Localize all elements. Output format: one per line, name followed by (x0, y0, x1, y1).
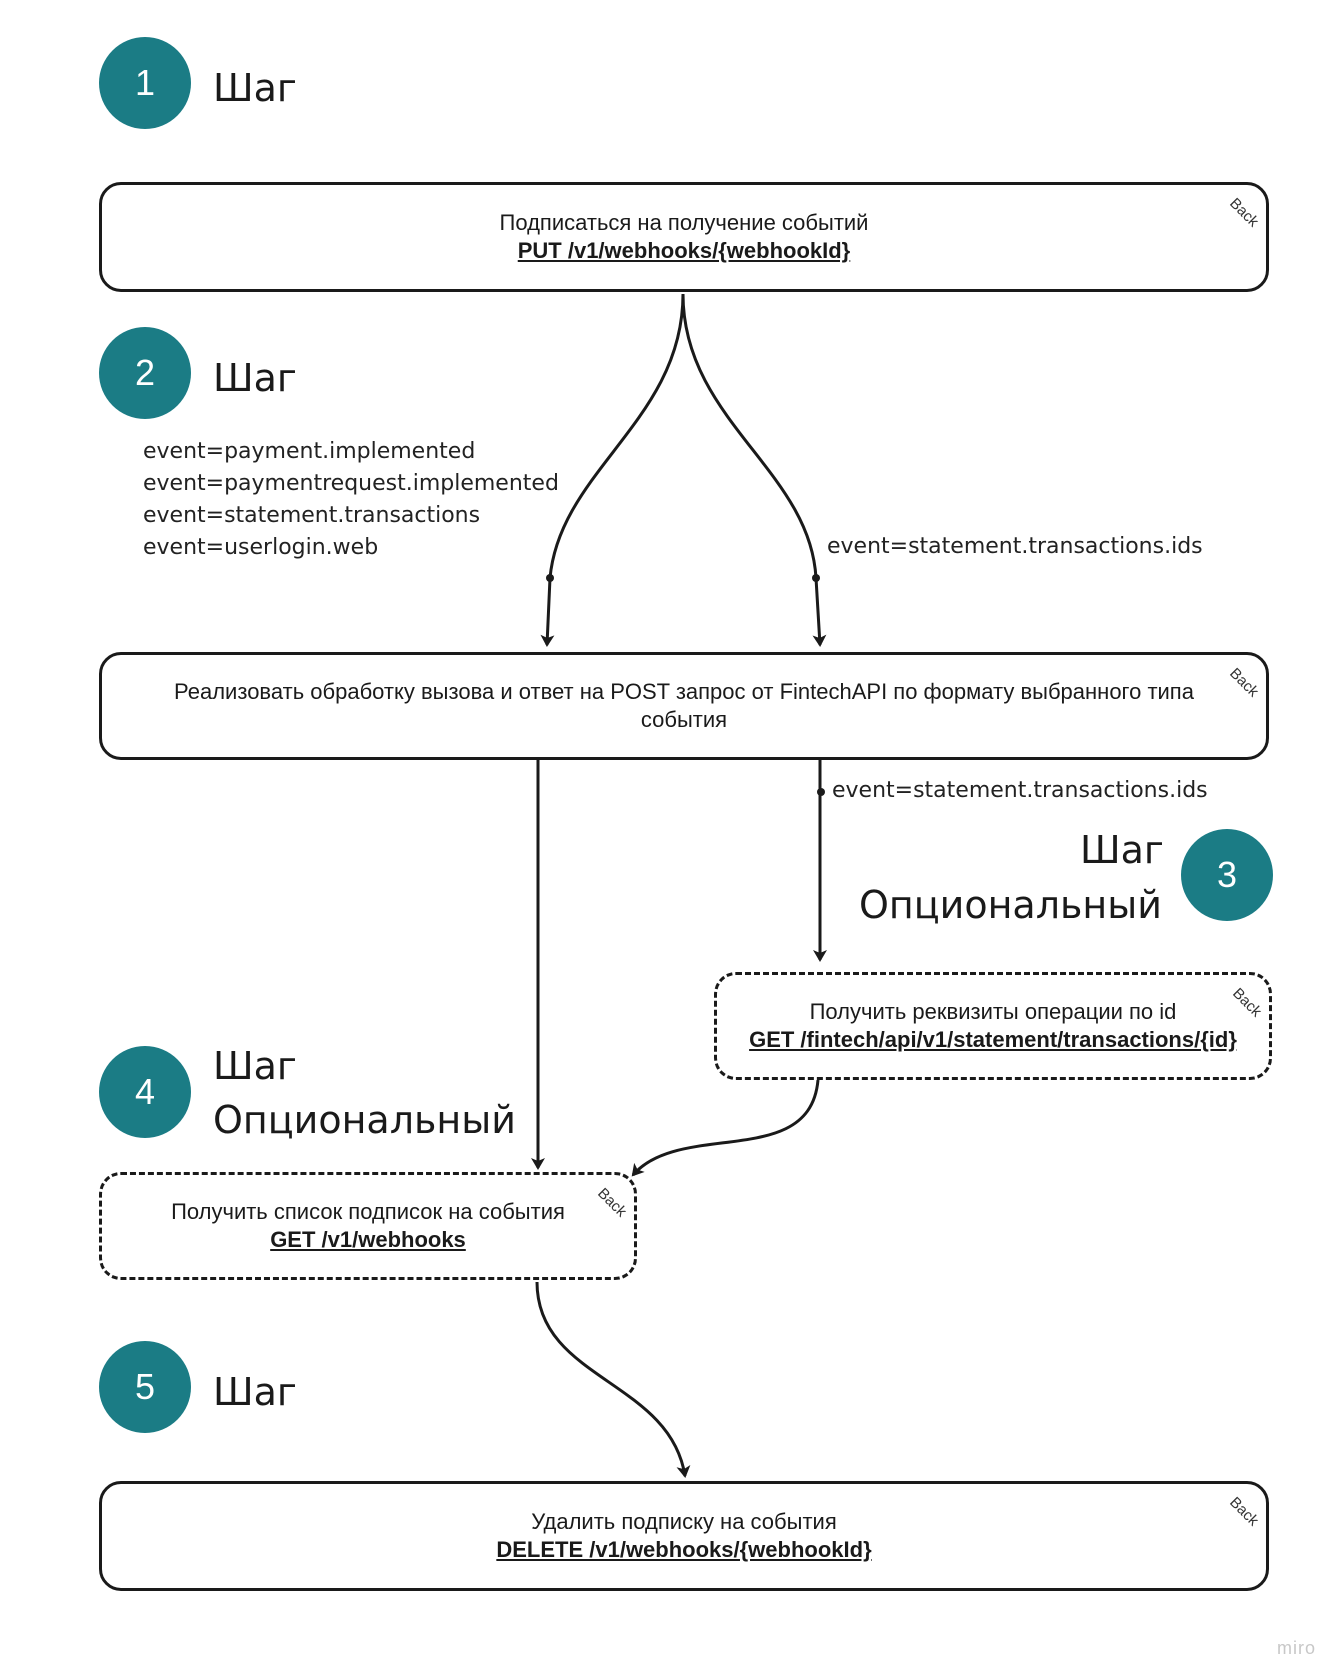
back-tag: Back (1225, 194, 1262, 231)
connector-dot (546, 574, 554, 582)
step-5-badge: 5 (99, 1341, 191, 1433)
events-left-list: event=payment.implemented event=paymentr… (143, 436, 559, 564)
step-3-badge: 3 (1181, 829, 1273, 921)
connector-subscribe-right (681, 293, 827, 647)
back-tag: Back (1225, 1493, 1262, 1530)
step-2-badge: 2 (99, 327, 191, 419)
connector-details-list (631, 1079, 820, 1177)
delete-text: Удалить подписку на события (531, 1509, 837, 1534)
subscribe-text: Подписаться на получение событий (499, 210, 869, 235)
subscribe-endpoint: PUT /v1/webhooks/{webhookId} (517, 238, 851, 263)
step-1-badge: 1 (99, 37, 191, 129)
connector-dot (812, 574, 820, 582)
event-label: event=paymentrequest.implemented (143, 471, 559, 496)
event-right-label: event=statement.transactions.ids (827, 534, 1203, 559)
event-label: event=statement.transactions (143, 503, 481, 528)
back-tag: Back (1228, 984, 1265, 1021)
connector-subscribe-left (540, 293, 685, 647)
step-2-label: Шаг (213, 356, 297, 400)
step-4-label: Шаг (213, 1044, 297, 1088)
miro-brand-watermark: miro (1277, 1638, 1316, 1658)
details-box[interactable]: Получить реквизиты операции по id GET /f… (714, 972, 1272, 1080)
step-3-label: Шаг (1080, 828, 1164, 872)
handle-text: Реализовать обработку вызова и ответ на … (174, 679, 1194, 732)
event-label: event=payment.implemented (143, 439, 476, 464)
step-5-label: Шаг (213, 1370, 297, 1414)
step-3-sublabel: Опциональный (859, 883, 1162, 927)
event-lower-label: event=statement.transactions.ids (832, 778, 1208, 803)
step-1-label: Шаг (213, 66, 297, 110)
list-endpoint: GET /v1/webhooks (270, 1227, 466, 1252)
connector-dot (817, 788, 825, 796)
list-text: Получить список подписок на события (171, 1199, 565, 1224)
delete-endpoint: DELETE /v1/webhooks/{webhookId} (496, 1537, 872, 1562)
details-endpoint: GET /fintech/api/v1/statement/transactio… (749, 1027, 1237, 1052)
delete-box[interactable]: Удалить подписку на события DELETE /v1/w… (99, 1481, 1269, 1591)
step-4-sublabel: Опциональный (213, 1098, 516, 1142)
details-text: Получить реквизиты операции по id (809, 999, 1177, 1024)
list-box[interactable]: Получить список подписок на события GET … (99, 1172, 637, 1280)
connector-list-delete (535, 1281, 691, 1478)
subscribe-box[interactable]: Подписаться на получение событий PUT /v1… (99, 182, 1269, 292)
handle-box[interactable]: Реализовать обработку вызова и ответ на … (99, 652, 1269, 760)
back-tag: Back (593, 1184, 630, 1221)
step-4-badge: 4 (99, 1046, 191, 1138)
event-label: event=userlogin.web (143, 535, 379, 560)
